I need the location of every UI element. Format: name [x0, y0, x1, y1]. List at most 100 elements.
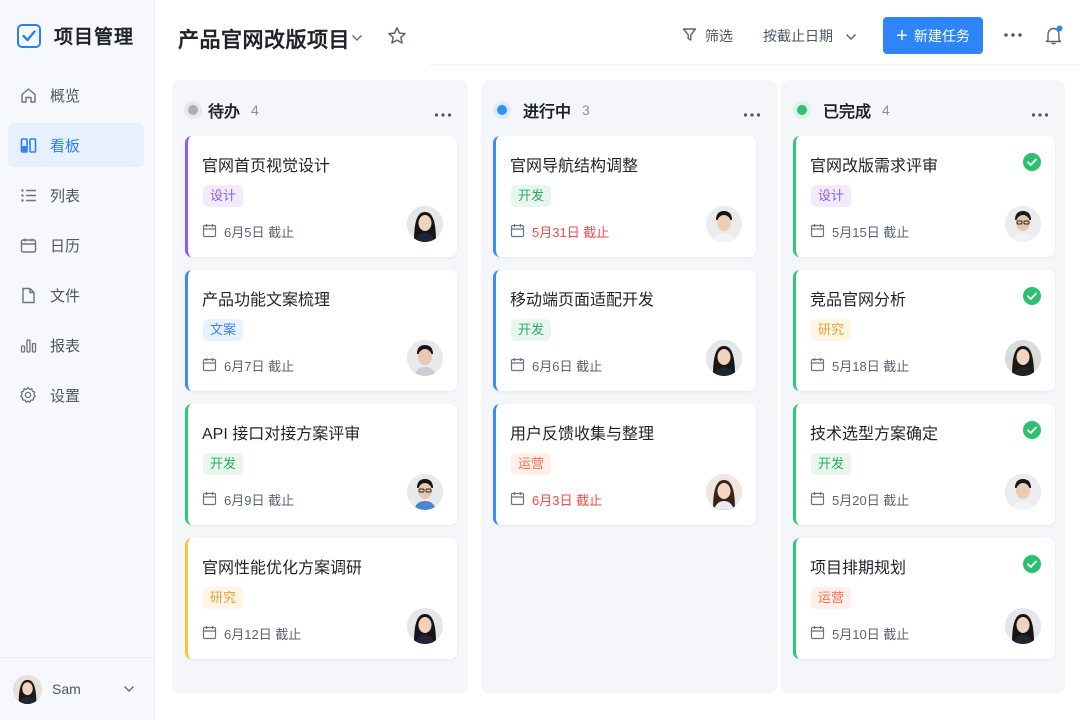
- plus-icon: +: [896, 24, 908, 47]
- task-tag: 研究: [811, 319, 852, 341]
- column-more-icon[interactable]: [743, 105, 761, 123]
- sort-dropdown[interactable]: 按截止日期: [763, 26, 857, 46]
- column-title: 已完成: [823, 104, 872, 121]
- task-due: 6月12日 截止: [202, 624, 301, 643]
- assignee-avatar[interactable]: [1005, 608, 1041, 644]
- task-due-text: 5月10日 截止: [832, 627, 910, 642]
- assignee-avatar[interactable]: [706, 340, 742, 376]
- column-more-icon[interactable]: [434, 105, 452, 123]
- completed-check-icon: [1023, 153, 1041, 176]
- task-title: 移动端页面适配开发: [510, 292, 655, 309]
- sidebar-item-label: 列表: [50, 187, 81, 205]
- board-icon: [19, 136, 37, 154]
- task-due: 6月6日 截止: [510, 356, 602, 375]
- task-due-text: 6月12日 截止: [224, 627, 302, 642]
- task-title: 产品功能文案梳理: [202, 292, 331, 309]
- calendar-icon: [510, 491, 525, 509]
- calendar-icon: [202, 625, 217, 643]
- calendar-icon: [510, 223, 525, 241]
- task-due-text: 6月9日 截止: [224, 493, 295, 508]
- sidebar-item-overview[interactable]: 概览: [8, 73, 144, 117]
- task-tag: 开发: [511, 185, 552, 207]
- sidebar-item-label: 文件: [50, 287, 81, 305]
- assignee-avatar[interactable]: [407, 474, 443, 510]
- chevron-down-icon: [845, 28, 857, 44]
- filter-button[interactable]: 筛选: [682, 26, 733, 46]
- task-card[interactable]: 官网首页视觉设计 设计 6月5日 截止: [185, 136, 457, 257]
- sidebar-item-list[interactable]: 列表: [8, 173, 144, 217]
- column-title: 进行中: [523, 104, 572, 121]
- task-due: 5月15日 截止: [810, 222, 909, 241]
- task-tag: 研究: [203, 587, 244, 609]
- task-tag: 运营: [511, 453, 552, 475]
- notification-bell-icon[interactable]: [1044, 25, 1064, 52]
- sidebar-item-calendar[interactable]: 日历: [8, 223, 144, 267]
- assignee-avatar[interactable]: [407, 340, 443, 376]
- assignee-avatar[interactable]: [1005, 474, 1041, 510]
- task-due: 5月10日 截止: [810, 624, 909, 643]
- task-card[interactable]: 移动端页面适配开发 开发 6月6日 截止: [493, 270, 756, 391]
- column-header: 进行中 3: [493, 98, 590, 122]
- file-icon: [19, 286, 37, 304]
- brand-title: 项目管理: [54, 27, 135, 48]
- column-more-icon[interactable]: [1031, 105, 1049, 123]
- assignee-avatar[interactable]: [1005, 340, 1041, 376]
- filter-label: 筛选: [705, 28, 733, 44]
- column-done: 已完成 4 官网改版需求评审 设计 5月15日 截止 竞品官网分析 研究 5月: [781, 80, 1065, 694]
- assignee-avatar[interactable]: [706, 474, 742, 510]
- user-menu[interactable]: Sam: [0, 657, 155, 720]
- list-icon: [19, 186, 37, 204]
- task-card[interactable]: 竞品官网分析 研究 5月18日 截止: [793, 270, 1055, 391]
- new-task-label: 新建任务: [913, 27, 970, 44]
- task-tag: 设计: [203, 185, 244, 207]
- header-divider: [430, 64, 1080, 65]
- sidebar-item-board[interactable]: 看板: [8, 123, 144, 167]
- task-due-text: 5月15日 截止: [832, 225, 910, 240]
- home-icon: [19, 86, 37, 104]
- star-icon[interactable]: [387, 26, 407, 51]
- calendar-icon: [510, 357, 525, 375]
- sidebar-item-settings[interactable]: 设置: [8, 373, 144, 417]
- task-due-text: 5月18日 截止: [832, 359, 910, 374]
- task-tag: 开发: [811, 453, 852, 475]
- task-card[interactable]: 产品功能文案梳理 文案 6月7日 截止: [185, 270, 457, 391]
- sidebar-item-reports[interactable]: 报表: [8, 323, 144, 367]
- chevron-down-icon: [123, 680, 135, 698]
- new-task-button[interactable]: + 新建任务: [883, 17, 983, 54]
- brand-checkbox-icon: [17, 23, 41, 48]
- project-switch-chevron-icon[interactable]: [351, 29, 363, 47]
- task-card[interactable]: 官网导航结构调整 开发 5月31日 截止: [493, 136, 756, 257]
- sidebar-item-files[interactable]: 文件: [8, 273, 144, 317]
- status-dot-icon: [793, 101, 811, 119]
- sidebar-item-label: 看板: [50, 137, 81, 155]
- task-tag: 文案: [203, 319, 244, 341]
- task-due: 6月5日 截止: [202, 222, 294, 241]
- gear-icon: [19, 386, 37, 404]
- task-due: 5月18日 截止: [810, 356, 909, 375]
- calendar-icon: [810, 223, 825, 241]
- status-dot-icon: [184, 101, 202, 119]
- calendar-icon: [202, 491, 217, 509]
- task-card[interactable]: 技术选型方案确定 开发 5月20日 截止: [793, 404, 1055, 525]
- column-count: 3: [582, 102, 590, 118]
- task-card[interactable]: 用户反馈收集与整理 运营 6月3日 截止: [493, 404, 756, 525]
- sidebar-nav: 概览 看板 列表 日历 文件: [8, 73, 144, 423]
- assignee-avatar[interactable]: [407, 608, 443, 644]
- task-card[interactable]: 官网性能优化方案调研 研究 6月12日 截止: [185, 538, 457, 659]
- task-card[interactable]: API 接口对接方案评审 开发 6月9日 截止: [185, 404, 457, 525]
- task-title: API 接口对接方案评审: [202, 426, 361, 443]
- task-title: 技术选型方案确定: [810, 426, 939, 443]
- task-card[interactable]: 官网改版需求评审 设计 5月15日 截止: [793, 136, 1055, 257]
- task-title: 用户反馈收集与整理: [510, 426, 655, 443]
- assignee-avatar[interactable]: [1005, 206, 1041, 242]
- assignee-avatar[interactable]: [706, 206, 742, 242]
- completed-check-icon: [1023, 287, 1041, 310]
- assignee-avatar[interactable]: [407, 206, 443, 242]
- user-name: Sam: [52, 681, 81, 697]
- column-header: 已完成 4: [793, 98, 890, 122]
- column-count: 4: [251, 102, 259, 118]
- more-options-icon[interactable]: [1003, 27, 1023, 48]
- project-title[interactable]: 产品官网改版项目: [178, 29, 350, 52]
- task-due-overdue: 6月3日 截止: [510, 490, 602, 509]
- task-card[interactable]: 项目排期规划 运营 5月10日 截止: [793, 538, 1055, 659]
